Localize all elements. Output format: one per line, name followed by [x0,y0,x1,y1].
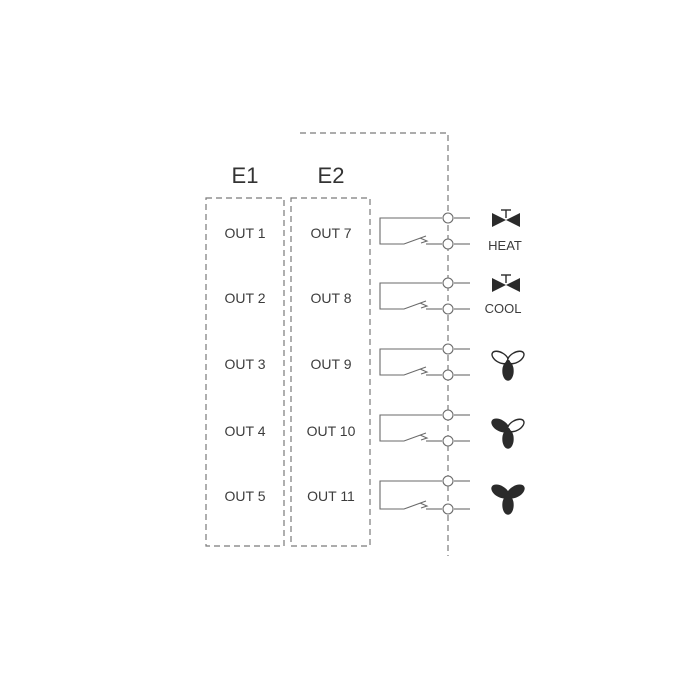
fan-blade [502,429,514,449]
load-label-cool: COOL [485,301,522,316]
terminal-circle [442,277,454,289]
fan-blade [502,361,514,381]
e2-output-label: OUT 10 [307,423,356,439]
relay-arrow [419,434,429,441]
relay-common-wire [379,217,442,245]
fan-hub [505,493,511,499]
e2-output-labels: OUT 7 OUT 8 OUT 9 OUT 10 OUT 11 [307,225,356,504]
relay-contact [379,277,470,315]
valve-icon [492,209,520,227]
relay-contact [379,409,470,447]
module-title-e1: E1 [232,163,259,188]
terminal-circle [442,503,454,515]
relay-arrow [419,502,429,509]
load-label-heat: HEAT [488,238,522,253]
e2-output-label: OUT 9 [311,356,352,372]
relay-arrow [419,368,429,375]
module-title-e2: E2 [318,163,345,188]
terminal-circle [442,409,454,421]
relay-contact [379,343,470,381]
e1-output-label: OUT 3 [225,356,266,372]
e1-output-label: OUT 4 [225,423,266,439]
fan-hub [505,359,511,365]
terminal-circle [442,343,454,355]
relay-arrow [419,302,429,309]
fan-speed-3-icon [491,484,525,515]
relay-common-wire [379,282,442,310]
e1-output-label: OUT 1 [225,225,266,241]
relay-contact [379,475,470,515]
terminal-circle [442,369,454,381]
relay-contact [379,212,470,250]
module-box-e1 [205,197,285,547]
fan-speed-1-icon [491,350,525,381]
e2-output-label: OUT 7 [311,225,352,241]
fan-speed-2-icon [491,418,525,449]
terminal-circle [442,212,454,224]
e2-output-label: OUT 8 [311,290,352,306]
valve-icon [492,274,520,292]
relay-contacts [379,212,470,515]
terminal-circle [442,435,454,447]
module-box-e2 [290,197,371,547]
fan-blade [502,495,514,515]
e1-output-label: OUT 5 [225,488,266,504]
terminal-circle [442,303,454,315]
e1-output-label: OUT 2 [225,290,266,306]
terminal-circle [442,238,454,250]
e2-output-label: OUT 11 [307,488,355,504]
relay-common-wire [379,348,442,376]
relay-common-wire [379,414,442,442]
terminal-circle [442,475,454,487]
e1-output-labels: OUT 1 OUT 2 OUT 3 OUT 4 OUT 5 [225,225,266,504]
fan-hub [505,427,511,433]
relay-common-wire [379,480,442,510]
relay-arrow [419,237,429,244]
